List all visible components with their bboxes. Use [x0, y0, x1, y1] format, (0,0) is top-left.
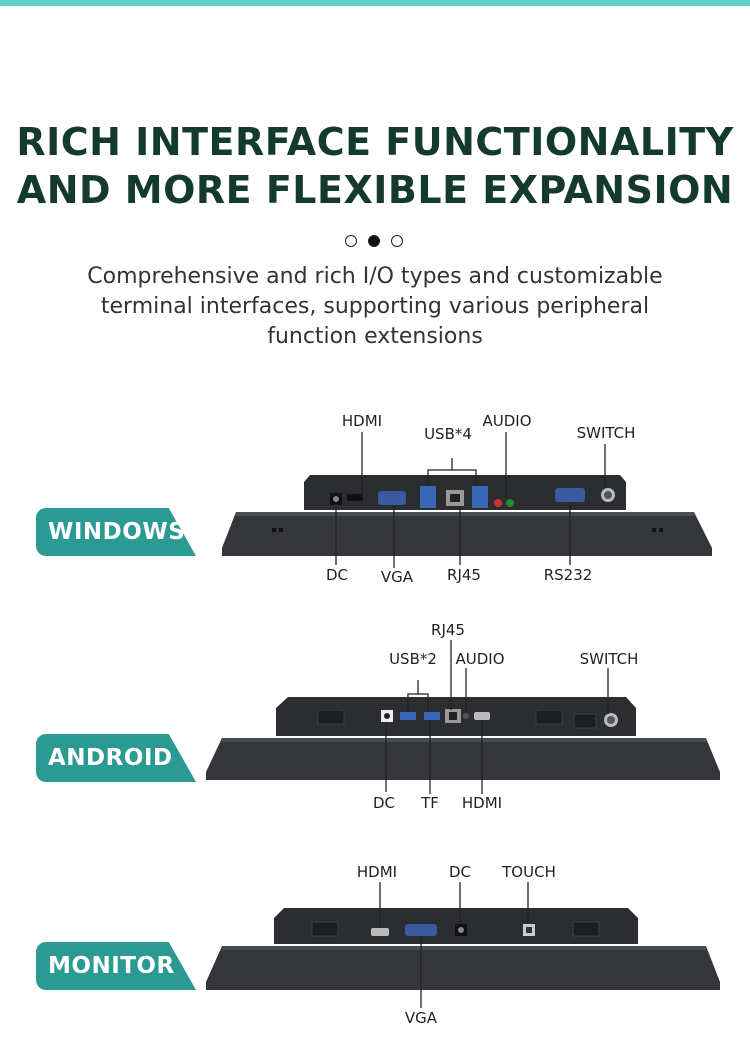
subtitle-line-1: Comprehensive and rich I/O types and cus… — [87, 264, 663, 289]
windows-rs232-label: RS232 — [543, 566, 593, 584]
windows-dc-label: DC — [325, 566, 349, 584]
android-tag: ANDROID — [36, 734, 196, 782]
monitor-vga-label: VGA — [404, 1009, 438, 1027]
monitor-device-illustration — [206, 882, 720, 1008]
subtitle-line-2: terminal interfaces, supporting various … — [100, 294, 650, 319]
headline-line-1: RICH INTERFACE FUNCTIONALITY — [16, 120, 734, 164]
monitor-tag: MONITOR — [36, 942, 196, 990]
android-switch-label: SWITCH — [579, 650, 639, 668]
android-hdmi-label: HDMI — [461, 794, 503, 812]
windows-hdmi-label: HDMI — [341, 412, 383, 430]
windows-vga-label: VGA — [380, 568, 414, 586]
android-usb-label: USB*2 — [389, 650, 437, 668]
carousel-dots — [345, 235, 407, 249]
windows-device-illustration — [222, 432, 712, 568]
windows-audio-label: AUDIO — [482, 412, 532, 430]
carousel-dot-3[interactable] — [391, 235, 403, 247]
windows-tag: WINDOWS — [36, 508, 196, 556]
android-dc-label: DC — [372, 794, 396, 812]
windows-rj45-label: RJ45 — [447, 566, 481, 584]
top-accent-bar — [0, 0, 750, 6]
windows-switch-label: SWITCH — [576, 424, 636, 442]
section-monitor: MONITOR HDMI DC TOUCH VGA — [0, 850, 750, 1045]
carousel-dot-2[interactable] — [368, 235, 380, 247]
android-device-illustration — [206, 640, 720, 794]
android-audio-label: AUDIO — [455, 650, 505, 668]
section-windows: WINDOWS HDMI USB*4 AUDIO SWITCH DC VGA R… — [0, 400, 750, 600]
android-rj45-label: RJ45 — [431, 621, 465, 639]
headline-line-2: AND MORE FLEXIBLE EXPANSION — [16, 168, 734, 212]
monitor-hdmi-label: HDMI — [356, 863, 398, 881]
section-android: ANDROID RJ45 USB*2 AUDIO SWITCH DC TF HD… — [0, 610, 750, 820]
android-tf-label: TF — [421, 794, 439, 812]
headline: RICH INTERFACE FUNCTIONALITY AND MORE FL… — [0, 118, 750, 214]
monitor-touch-label: TOUCH — [502, 863, 556, 881]
monitor-dc-label: DC — [448, 863, 472, 881]
subtitle: Comprehensive and rich I/O types and cus… — [20, 262, 730, 352]
subtitle-line-3: function extensions — [267, 324, 483, 349]
carousel-dot-1[interactable] — [345, 235, 357, 247]
windows-usb-label: USB*4 — [424, 425, 472, 443]
